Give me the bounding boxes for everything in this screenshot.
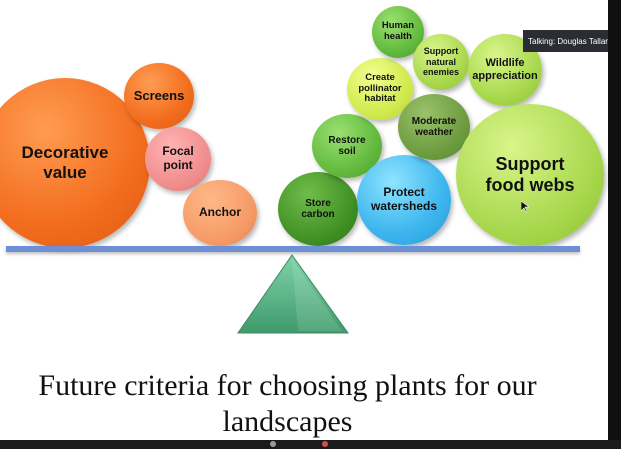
bubble-focal-point: Focal point	[145, 127, 211, 191]
bubble-label: Store carbon	[301, 197, 335, 221]
presentation-slide: Decorative value Screens Focal point Anc…	[0, 6, 604, 438]
bubble-moderate-weather: Moderate weather	[398, 94, 470, 160]
bubble-label: Screens	[133, 87, 185, 103]
toolbar-icon[interactable]	[270, 441, 276, 447]
bubble-label: Focal point	[162, 144, 194, 172]
bubble-wildlife-appreciation: Wildlife appreciation	[468, 34, 542, 106]
bubble-protect-watersheds: Protect watersheds	[357, 155, 451, 245]
bubble-label: Wildlife appreciation	[472, 57, 538, 82]
bubble-label: Protect watersheds	[370, 185, 438, 213]
bubble-screens: Screens	[124, 63, 194, 129]
bubble-label: Decorative value	[21, 143, 109, 182]
bubble-label: Human health	[381, 20, 415, 42]
bubble-anchor: Anchor	[183, 180, 257, 246]
toolbar-icon[interactable]	[322, 441, 328, 447]
balance-beam	[6, 246, 580, 252]
mouse-cursor-icon	[521, 201, 529, 213]
bubble-label: Support food webs	[485, 154, 575, 195]
slide-caption: Future criteria for choosing plants for …	[38, 369, 537, 438]
bubble-label: Moderate weather	[411, 115, 457, 139]
bubble-label: Restore soil	[328, 134, 366, 158]
window-edge	[608, 0, 621, 449]
bubble-label: Support natural enemies	[422, 46, 460, 78]
bubble-support-natural-enemies: Support natural enemies	[413, 34, 469, 90]
talking-indicator: Talking: Douglas Tallamy	[523, 30, 621, 52]
bubble-store-carbon: Store carbon	[278, 172, 358, 246]
meeting-toolbar	[0, 440, 621, 449]
bubble-label: Anchor	[199, 205, 241, 220]
fulcrum-triangle	[237, 254, 349, 334]
bubble-label: Create pollinator habitat	[358, 71, 402, 105]
bubble-support-food-webs: Support food webs	[456, 104, 604, 246]
